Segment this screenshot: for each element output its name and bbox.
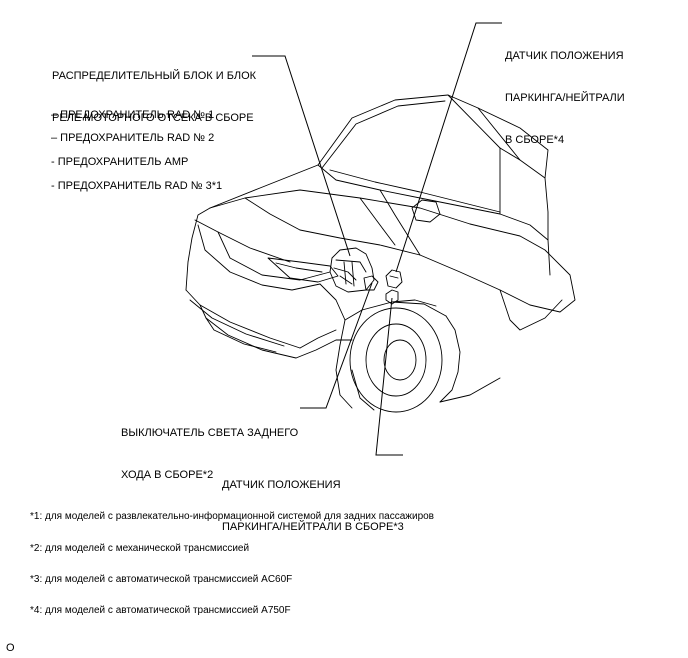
footnote-2: *2: для моделей с механической трансмисс…	[30, 543, 250, 554]
vehicle-illustration	[185, 94, 576, 413]
backup-light-switch-label: ВЫКЛЮЧАТЕЛЬ СВЕТА ЗАДНЕГО ХОДА В СБОРЕ*2	[121, 398, 298, 496]
leader-line-park-neutral-4	[395, 22, 502, 273]
park-neutral-4-label: ДАТЧИК ПОЛОЖЕНИЯ ПАРКИНГА/НЕЙТРАЛИ В СБО…	[505, 21, 625, 161]
footnote-3: *3: для моделей с автоматической трансми…	[30, 574, 293, 585]
page-marker: O	[6, 642, 15, 654]
park-neutral-4-line-3: В СБОРЕ*4	[505, 134, 565, 146]
backup-light-switch-line-2: ХОДА В СБОРЕ*2	[121, 469, 214, 481]
park-neutral-4-line-2: ПАРКИНГА/НЕЙТРАЛИ	[505, 92, 625, 104]
fuse-amp-label: - ПРЕДОХРАНИТЕЛЬ AMP	[51, 156, 189, 168]
park-neutral-switch-3-component	[385, 289, 399, 305]
park-neutral-3-line-2: ПАРКИНГА/НЕЙТРАЛИ В СБОРЕ*3	[222, 521, 404, 533]
footnote-4: *4: для моделей с автоматической трансми…	[30, 605, 291, 616]
park-neutral-3-label: ДАТЧИК ПОЛОЖЕНИЯ ПАРКИНГА/НЕЙТРАЛИ В СБО…	[222, 450, 404, 548]
leader-line-backup-light	[300, 282, 373, 409]
relay-block-label: РАСПРЕДЕЛИТЕЛЬНЫЙ БЛОК И БЛОК РЕЛЕ МОТОР…	[52, 41, 256, 139]
leader-line-park-neutral-3	[375, 297, 403, 456]
relay-block-label-line-1: РАСПРЕДЕЛИТЕЛЬНЫЙ БЛОК И БЛОК	[52, 70, 257, 82]
footnote-1: *1: для моделей с развлекательно-информа…	[30, 511, 434, 522]
backup-light-switch-line-1: ВЫКЛЮЧАТЕЛЬ СВЕТА ЗАДНЕГО	[121, 427, 299, 439]
park-neutral-3-line-1: ДАТЧИК ПОЛОЖЕНИЯ	[222, 479, 341, 491]
backup-light-switch-component	[363, 275, 379, 291]
fuse-rad-3-label: - ПРЕДОХРАНИТЕЛЬ RAD № 3*1	[51, 180, 223, 192]
park-neutral-4-line-1: ДАТЧИК ПОЛОЖЕНИЯ	[505, 50, 624, 62]
park-neutral-switch-4-component	[385, 269, 403, 289]
fuse-rad-2-label: – ПРЕДОХРАНИТЕЛЬ RAD № 2	[51, 132, 215, 144]
leader-line-relay-block	[252, 55, 351, 257]
relay-block-label-line-2: РЕЛЕ МОТОРНОГО ОТСЕКА В СБОРЕ	[52, 112, 254, 124]
fuse-rad-1-label: – ПРЕДОХРАНИТЕЛЬ RAD № 1	[51, 109, 215, 121]
relay-block-component	[329, 247, 375, 293]
